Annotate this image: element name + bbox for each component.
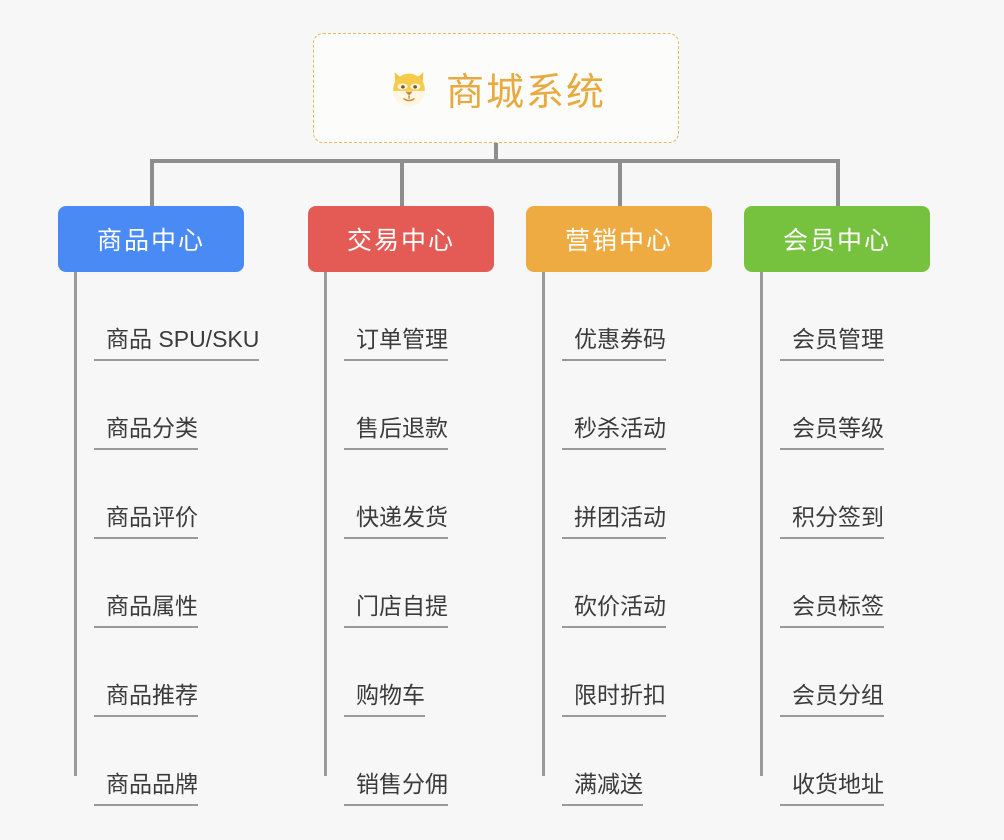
branch-header-1[interactable]: 商品中心 — [58, 206, 244, 272]
leaf-label: 收货地址 — [780, 771, 884, 806]
branch-column-4: 会员中心 会员管理 会员等级 积分签到 会员标签 会员分组 收货地址 — [744, 206, 930, 806]
list-item[interactable]: 商品 SPU/SKU — [74, 272, 260, 361]
leaf-label: 会员管理 — [780, 326, 884, 361]
list-item[interactable]: 收货地址 — [760, 717, 930, 806]
shiba-dog-face-icon — [386, 65, 432, 111]
leaf-label: 会员等级 — [780, 415, 884, 450]
leaf-label: 砍价活动 — [562, 593, 666, 628]
branch-header-2[interactable]: 交易中心 — [308, 206, 494, 272]
spine-3 — [542, 272, 545, 776]
leaf-label: 会员分组 — [780, 682, 884, 717]
leaf-label: 商品评价 — [94, 504, 198, 539]
leaf-label: 优惠券码 — [562, 326, 666, 361]
connector-drop-3 — [618, 159, 622, 208]
leaf-label: 商品推荐 — [94, 682, 198, 717]
leaf-label: 商品属性 — [94, 593, 198, 628]
list-item[interactable]: 商品评价 — [74, 450, 244, 539]
branch-column-1: 商品中心 商品 SPU/SKU 商品分类 商品评价 商品属性 商品推荐 商品品牌 — [58, 206, 260, 806]
leaf-list-2: 订单管理 售后退款 快递发货 门店自提 购物车 销售分佣 — [324, 272, 494, 806]
leaf-label: 满减送 — [562, 771, 643, 806]
root-title: 商城系统 — [445, 71, 606, 114]
leaf-label: 门店自提 — [344, 593, 448, 628]
connector-horizontal-bus — [150, 159, 840, 163]
leaf-list-1: 商品 SPU/SKU 商品分类 商品评价 商品属性 商品推荐 商品品牌 — [74, 272, 260, 806]
leaf-label: 会员标签 — [780, 593, 884, 628]
leaf-label: 购物车 — [344, 682, 425, 717]
spine-1 — [74, 272, 77, 776]
leaf-label: 订单管理 — [344, 326, 448, 361]
list-item[interactable]: 售后退款 — [324, 361, 494, 450]
list-item[interactable]: 商品分类 — [74, 361, 244, 450]
leaf-label: 商品 SPU/SKU — [94, 326, 260, 361]
list-item[interactable]: 满减送 — [542, 717, 712, 806]
leaf-label: 售后退款 — [344, 415, 448, 450]
leaf-list-3: 优惠券码 秒杀活动 拼团活动 砍价活动 限时折扣 满减送 — [542, 272, 712, 806]
list-item[interactable]: 优惠券码 — [542, 272, 712, 361]
list-item[interactable]: 快递发货 — [324, 450, 494, 539]
list-item[interactable]: 会员等级 — [760, 361, 930, 450]
spine-4 — [760, 272, 763, 776]
leaf-list-4: 会员管理 会员等级 积分签到 会员标签 会员分组 收货地址 — [760, 272, 930, 806]
spine-2 — [324, 272, 327, 776]
list-item[interactable]: 订单管理 — [324, 272, 494, 361]
root-node[interactable]: 商城系统 — [313, 33, 679, 143]
leaf-label: 拼团活动 — [562, 504, 666, 539]
list-item[interactable]: 会员分组 — [760, 628, 930, 717]
connector-root-stem — [494, 143, 498, 161]
list-item[interactable]: 拼团活动 — [542, 450, 712, 539]
leaf-label: 限时折扣 — [562, 682, 666, 717]
leaf-label: 商品分类 — [94, 415, 198, 450]
list-item[interactable]: 销售分佣 — [324, 717, 494, 806]
connector-drop-1 — [150, 159, 154, 208]
branch-header-4[interactable]: 会员中心 — [744, 206, 930, 272]
list-item[interactable]: 会员标签 — [760, 539, 930, 628]
list-item[interactable]: 商品品牌 — [74, 717, 244, 806]
leaf-label: 销售分佣 — [344, 771, 448, 806]
list-item[interactable]: 限时折扣 — [542, 628, 712, 717]
list-item[interactable]: 商品推荐 — [74, 628, 244, 717]
branch-column-2: 交易中心 订单管理 售后退款 快递发货 门店自提 购物车 销售分佣 — [308, 206, 494, 806]
leaf-label: 商品品牌 — [94, 771, 198, 806]
list-item[interactable]: 积分签到 — [760, 450, 930, 539]
branch-header-3[interactable]: 营销中心 — [526, 206, 712, 272]
branch-column-3: 营销中心 优惠券码 秒杀活动 拼团活动 砍价活动 限时折扣 满减送 — [526, 206, 712, 806]
list-item[interactable]: 秒杀活动 — [542, 361, 712, 450]
list-item[interactable]: 商品属性 — [74, 539, 244, 628]
list-item[interactable]: 门店自提 — [324, 539, 494, 628]
list-item[interactable]: 购物车 — [324, 628, 494, 717]
leaf-label: 秒杀活动 — [562, 415, 666, 450]
leaf-label: 快递发货 — [344, 504, 448, 539]
list-item[interactable]: 砍价活动 — [542, 539, 712, 628]
connector-drop-4 — [836, 159, 840, 208]
connector-drop-2 — [400, 159, 404, 208]
leaf-label: 积分签到 — [780, 504, 884, 539]
list-item[interactable]: 会员管理 — [760, 272, 930, 361]
